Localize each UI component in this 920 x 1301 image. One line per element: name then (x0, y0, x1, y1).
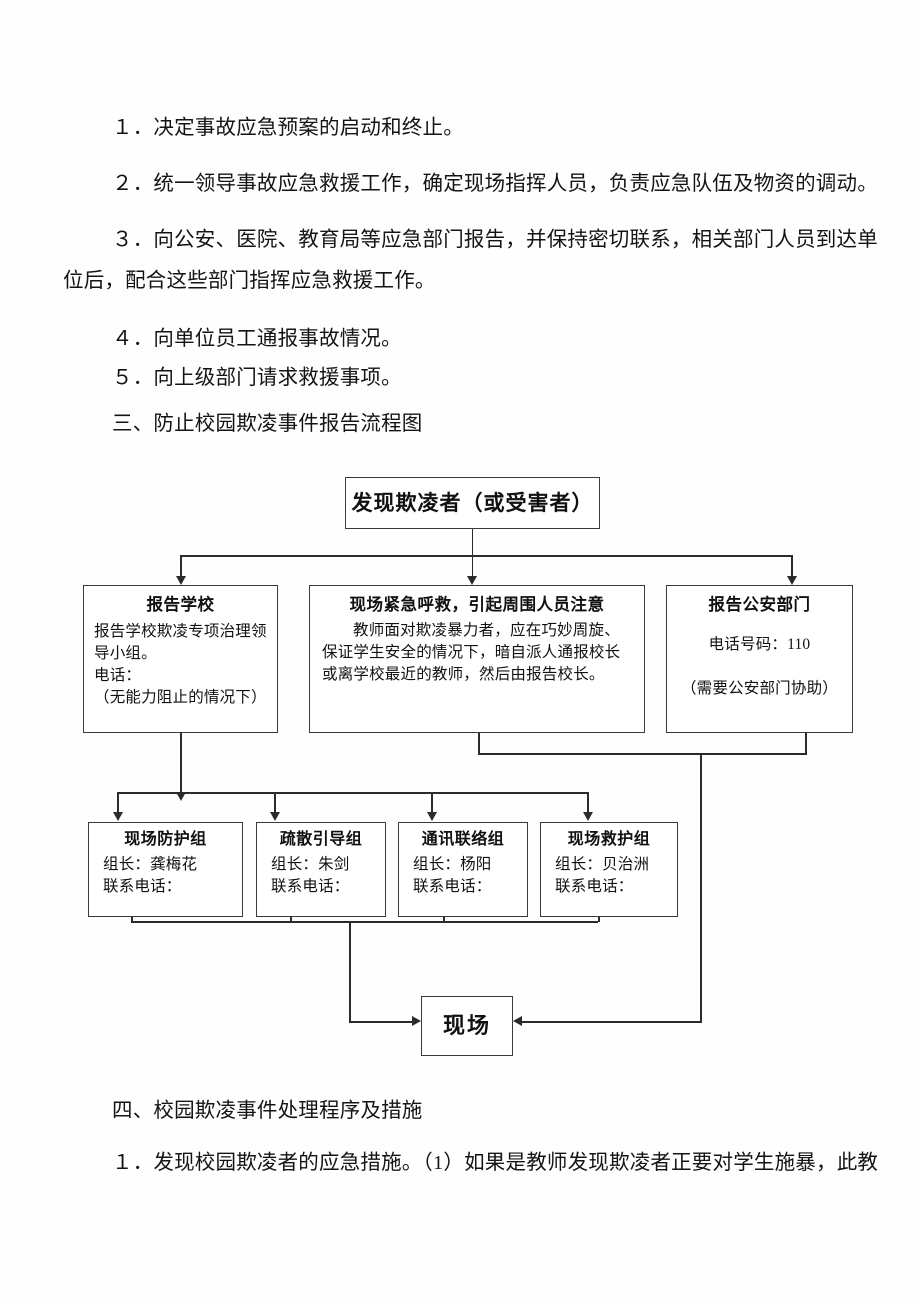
flow-node-group-3-title: 现场救护组 (567, 831, 651, 848)
group-3-phone: 联系电话： (555, 877, 634, 895)
flow-node-group-3: 现场救护组 组长：贝治洲 联系电话： (540, 822, 678, 917)
flow-node-group-0-title: 现场防护组 (124, 831, 207, 848)
connector-bus-to-box1 (180, 555, 182, 576)
paragraph-4: ４．向单位员工通报事故情况。 (112, 328, 402, 350)
flow-node-report-school-title: 报告学校 (146, 595, 215, 614)
flow-node-report-school-body: 报告学校欺凌专项治理领 导小组。 电话： （无能力阻止的情况下） (94, 621, 267, 709)
paragraph-8: １．发现校园欺凌者的应急措施。（1）如果是教师发现欺凌者正要对学生施暴，此教 (112, 1152, 879, 1174)
connector-bus-groups-collector (131, 921, 598, 923)
group-3-leader: 组长：贝治洲 (555, 855, 650, 873)
report-school-line-3: 电话： (94, 667, 142, 685)
connector-collector-down-to-scene (349, 921, 351, 1021)
arrow-into-report-police (786, 576, 797, 585)
connector-bus-to-box3 (791, 555, 793, 576)
group-1-leader: 组长：朱剑 (271, 855, 350, 873)
group-2-leader: 组长：杨阳 (413, 855, 492, 873)
group-0-phone: 联系电话： (103, 877, 182, 895)
paragraph-3: ３．向公安、医院、教育局等应急部门报告，并保持密切联系，相关部门人员到达单 (112, 229, 878, 251)
connector-group-1-down (290, 917, 292, 922)
connector-bus-row2 (180, 555, 792, 557)
paragraph-2: ２．统一领导事故应急救援工作，确定现场指挥人员，负责应急队伍及物资的调动。 (112, 173, 878, 195)
paragraph-3-continued: 位后，配合这些部门指挥应急救援工作。 (63, 270, 436, 292)
group-0-leader: 组长：龚梅花 (103, 855, 198, 873)
connector-group-bus-to-g0 (117, 792, 119, 812)
connector-collector-to-scene (349, 1021, 413, 1023)
arrow-into-group-0 (112, 812, 123, 821)
group-1-phone: 联系电话： (271, 877, 350, 895)
connector-box1-down (180, 733, 182, 792)
paragraph-5: ５．向上级部门请求救援事项。 (112, 367, 402, 389)
flow-node-group-3-body: 组长：贝治洲 联系电话： (547, 854, 671, 898)
flow-node-start-label: 发现欺凌者（或受害者） (351, 490, 594, 515)
flow-node-emergency-call: 现场紧急呼救，引起周围人员注意 教师面对欺凌暴力者，应在巧妙周旋、保证学生安全的… (309, 585, 645, 733)
flow-node-group-1: 疏散引导组 组长：朱剑 联系电话： (256, 822, 386, 917)
report-school-line-4: （无能力阻止的情况下） (94, 689, 267, 707)
connector-bus-to-box2 (471, 555, 474, 576)
section-heading-three: 三、防止校园欺凌事件报告流程图 (112, 413, 423, 435)
connector-group-2-down (443, 917, 445, 922)
connector-bus-groups (117, 792, 587, 794)
connector-box2-to-right-rail (478, 753, 702, 755)
connector-right-rail-down (700, 753, 702, 1022)
connector-box3-down (805, 733, 807, 755)
flow-node-group-1-title: 疏散引导组 (279, 831, 363, 848)
flow-node-start: 发现欺凌者（或受害者） (345, 477, 600, 529)
flow-node-report-police-note: （需要公安部门协助） (680, 680, 838, 698)
group-2-phone: 联系电话： (413, 877, 492, 895)
flow-node-scene: 现场 (421, 996, 513, 1056)
flow-node-group-2: 通讯联络组 组长：杨阳 联系电话： (398, 822, 528, 917)
connector-box2-down (478, 733, 480, 755)
flow-node-group-1-body: 组长：朱剑 联系电话： (263, 854, 379, 898)
connector-group-bus-to-g2 (431, 792, 433, 812)
flow-node-report-school: 报告学校 报告学校欺凌专项治理领 导小组。 电话： （无能力阻止的情况下） (83, 585, 278, 733)
connector-start-down (471, 529, 474, 556)
arrow-into-emergency-call (467, 576, 477, 585)
connector-box3-to-right-rail (700, 753, 807, 755)
paragraph-1: １．决定事故应急预案的启动和终止。 (112, 117, 464, 139)
arrow-box1-to-group-bus (175, 792, 186, 801)
connector-group-3-down (598, 917, 600, 922)
report-school-line-2: 导小组。 (94, 645, 157, 663)
connector-group-bus-to-g3 (587, 792, 589, 812)
connector-right-rail-to-scene (522, 1021, 702, 1023)
arrow-into-group-2 (426, 812, 437, 821)
connector-group-bus-to-g1 (274, 792, 276, 812)
arrow-into-report-school (175, 576, 186, 585)
report-school-line-1: 报告学校欺凌专项治理领 (94, 623, 267, 641)
flow-node-scene-label: 现场 (442, 1013, 491, 1039)
flow-node-emergency-call-body: 教师面对欺凌暴力者，应在巧妙周旋、保证学生安全的情况下，暗自派人通报校长或离学校… (322, 622, 621, 684)
section-heading-four: 四、校园欺凌事件处理程序及措施 (112, 1100, 423, 1122)
flow-node-group-0-body: 组长：龚梅花 联系电话： (95, 854, 236, 898)
flow-node-report-police-title: 报告公安部门 (708, 595, 811, 614)
arrow-into-group-1 (269, 812, 280, 821)
arrow-into-group-3 (582, 812, 593, 821)
arrow-into-scene-from-right (513, 1016, 522, 1026)
flow-node-group-2-title: 通讯联络组 (421, 831, 505, 848)
flow-node-group-2-body: 组长：杨阳 联系电话： (405, 854, 521, 898)
flow-node-report-police: 报告公安部门 电话号码：110 （需要公安部门协助） (666, 585, 853, 733)
flow-node-emergency-call-title: 现场紧急呼救，引起周围人员注意 (349, 595, 605, 614)
flow-node-group-0: 现场防护组 组长：龚梅花 联系电话： (88, 822, 243, 917)
connector-group-0-down (131, 917, 133, 922)
flow-node-report-police-phone: 电话号码：110 (708, 636, 811, 654)
arrow-into-scene-from-left (412, 1016, 421, 1026)
